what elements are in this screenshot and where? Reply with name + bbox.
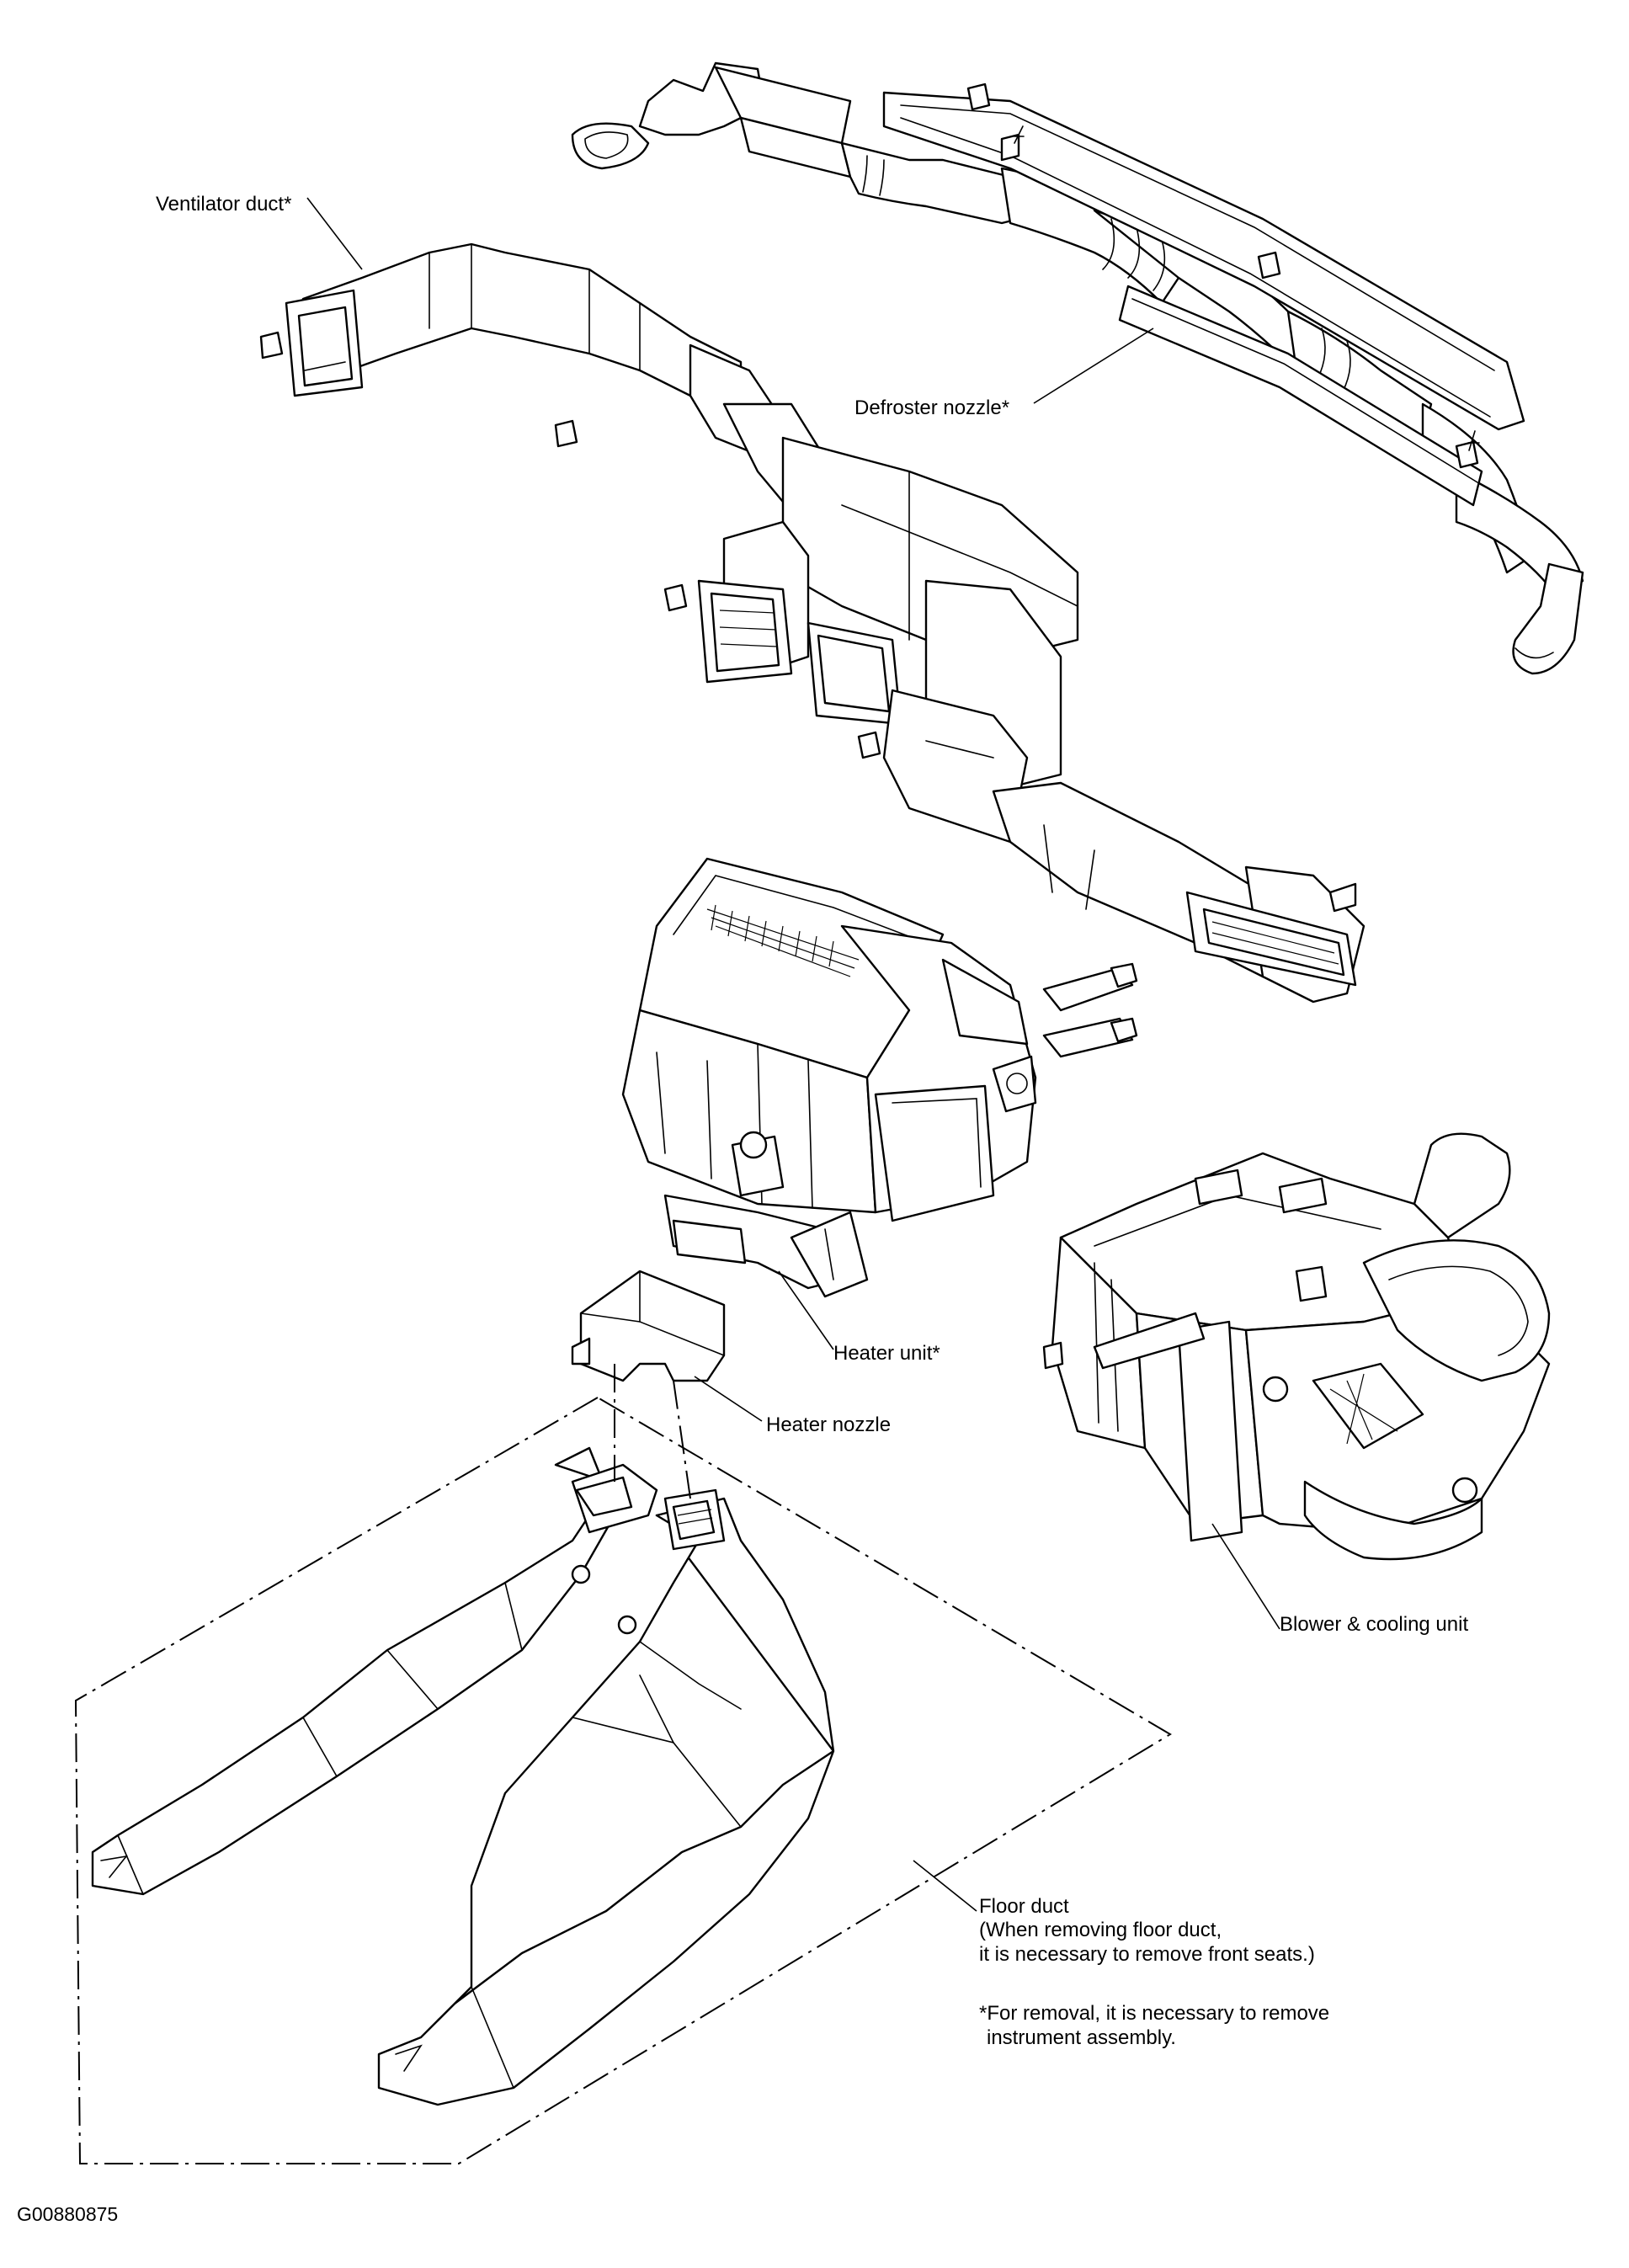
floor-duct-boundary [74, 1396, 1172, 2164]
floor-duct [91, 1446, 835, 2106]
defroster-nozzle-label: Defroster nozzle* [854, 397, 1009, 419]
leader-lines [306, 197, 1280, 1912]
blower-cooling-unit [1042, 1132, 1551, 1561]
footnote-line-1: *For removal, it is necessary to remove [979, 2002, 1329, 2025]
heater-nozzle-label: Heater nozzle [766, 1414, 891, 1436]
heater-unit-label: Heater unit* [833, 1342, 940, 1365]
footnote-line-2: instrument assembly. [987, 2026, 1176, 2049]
heater-nozzle [571, 1270, 726, 1382]
heater-unit [621, 857, 1138, 1298]
floor-duct-label: Floor duct [979, 1895, 1069, 1918]
defroster-nozzle [571, 61, 1584, 675]
ventilator-duct-label: Ventilator duct* [156, 193, 291, 216]
blower-cooling-unit-label: Blower & cooling unit [1280, 1613, 1468, 1636]
floor-duct-note-line-2: it is necessary to remove front seats.) [979, 1943, 1315, 1966]
figure-id: G00880875 [17, 2203, 118, 2225]
ventilator-duct [259, 242, 1365, 1004]
nozzle-guide-line-right [673, 1380, 691, 1499]
floor-duct-note-line-1: (When removing floor duct, [979, 1919, 1222, 1941]
